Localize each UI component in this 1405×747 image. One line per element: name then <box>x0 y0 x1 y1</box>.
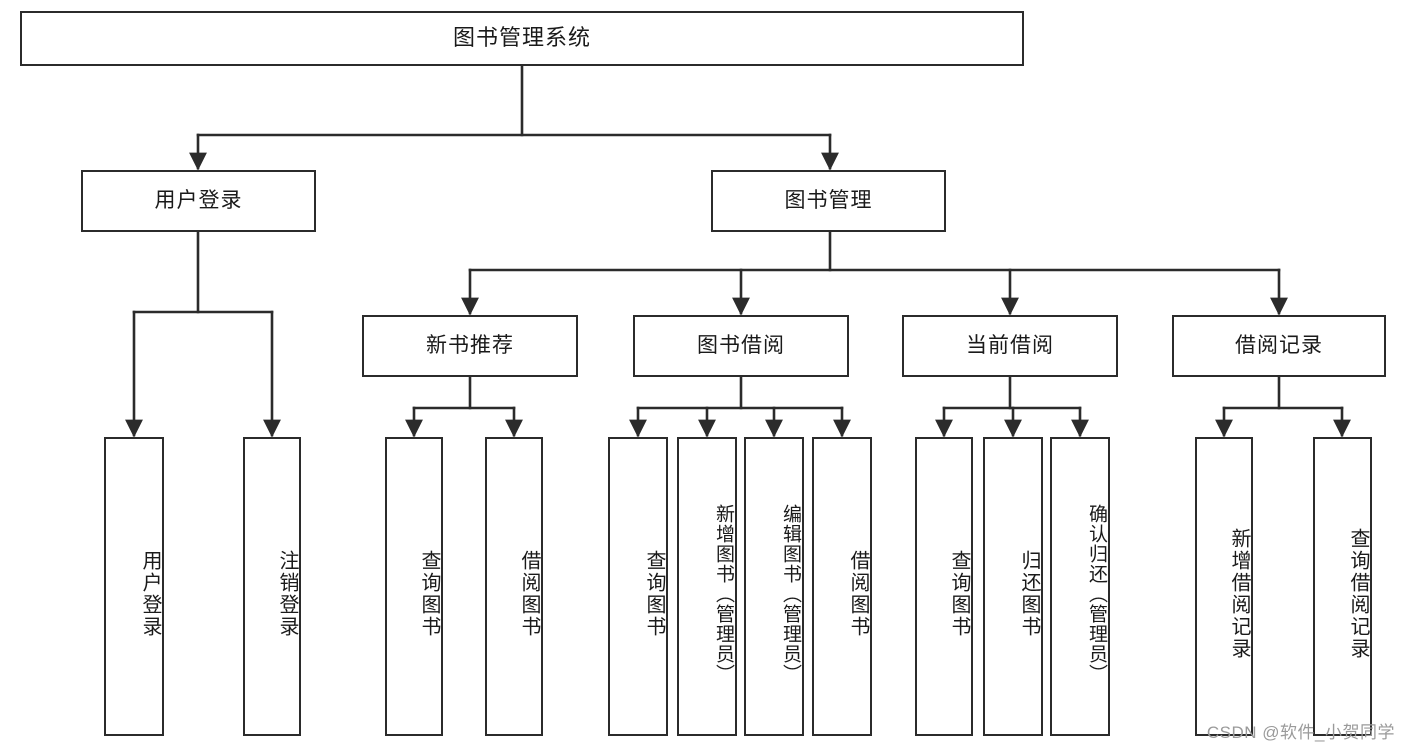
leaf-cb-return-book[interactable]: 归还图书 <box>983 437 1043 736</box>
node-book-borrow[interactable]: 图书借阅 <box>633 315 849 377</box>
node-book-management-system[interactable]: 图书管理系统 <box>20 11 1024 66</box>
leaf-br-query-record[interactable]: 查询借阅记录 <box>1313 437 1372 736</box>
leaf-bb-add-book-admin[interactable]: 新增图书（管理员） <box>677 437 737 736</box>
leaf-cb-query-book[interactable]: 查询图书 <box>915 437 973 736</box>
watermark-text: CSDN @软件_小贺同学 <box>1206 723 1395 742</box>
node-user-login[interactable]: 用户登录 <box>81 170 316 232</box>
node-current-borrow[interactable]: 当前借阅 <box>902 315 1118 377</box>
node-book-management[interactable]: 图书管理 <box>711 170 946 232</box>
leaf-bb-edit-book-admin[interactable]: 编辑图书（管理员） <box>744 437 804 736</box>
leaf-bb-query-book[interactable]: 查询图书 <box>608 437 668 736</box>
node-new-book-recommend[interactable]: 新书推荐 <box>362 315 578 377</box>
leaf-nbr-query-book[interactable]: 查询图书 <box>385 437 443 736</box>
leaf-nbr-borrow-book[interactable]: 借阅图书 <box>485 437 543 736</box>
leaf-cb-confirm-return-admin[interactable]: 确认归还（管理员） <box>1050 437 1110 736</box>
node-borrow-record[interactable]: 借阅记录 <box>1172 315 1386 377</box>
leaf-bb-borrow-book[interactable]: 借阅图书 <box>812 437 872 736</box>
leaf-br-add-record[interactable]: 新增借阅记录 <box>1195 437 1253 736</box>
leaf-user-login[interactable]: 用户登录 <box>104 437 164 736</box>
leaf-logout-login[interactable]: 注销登录 <box>243 437 301 736</box>
